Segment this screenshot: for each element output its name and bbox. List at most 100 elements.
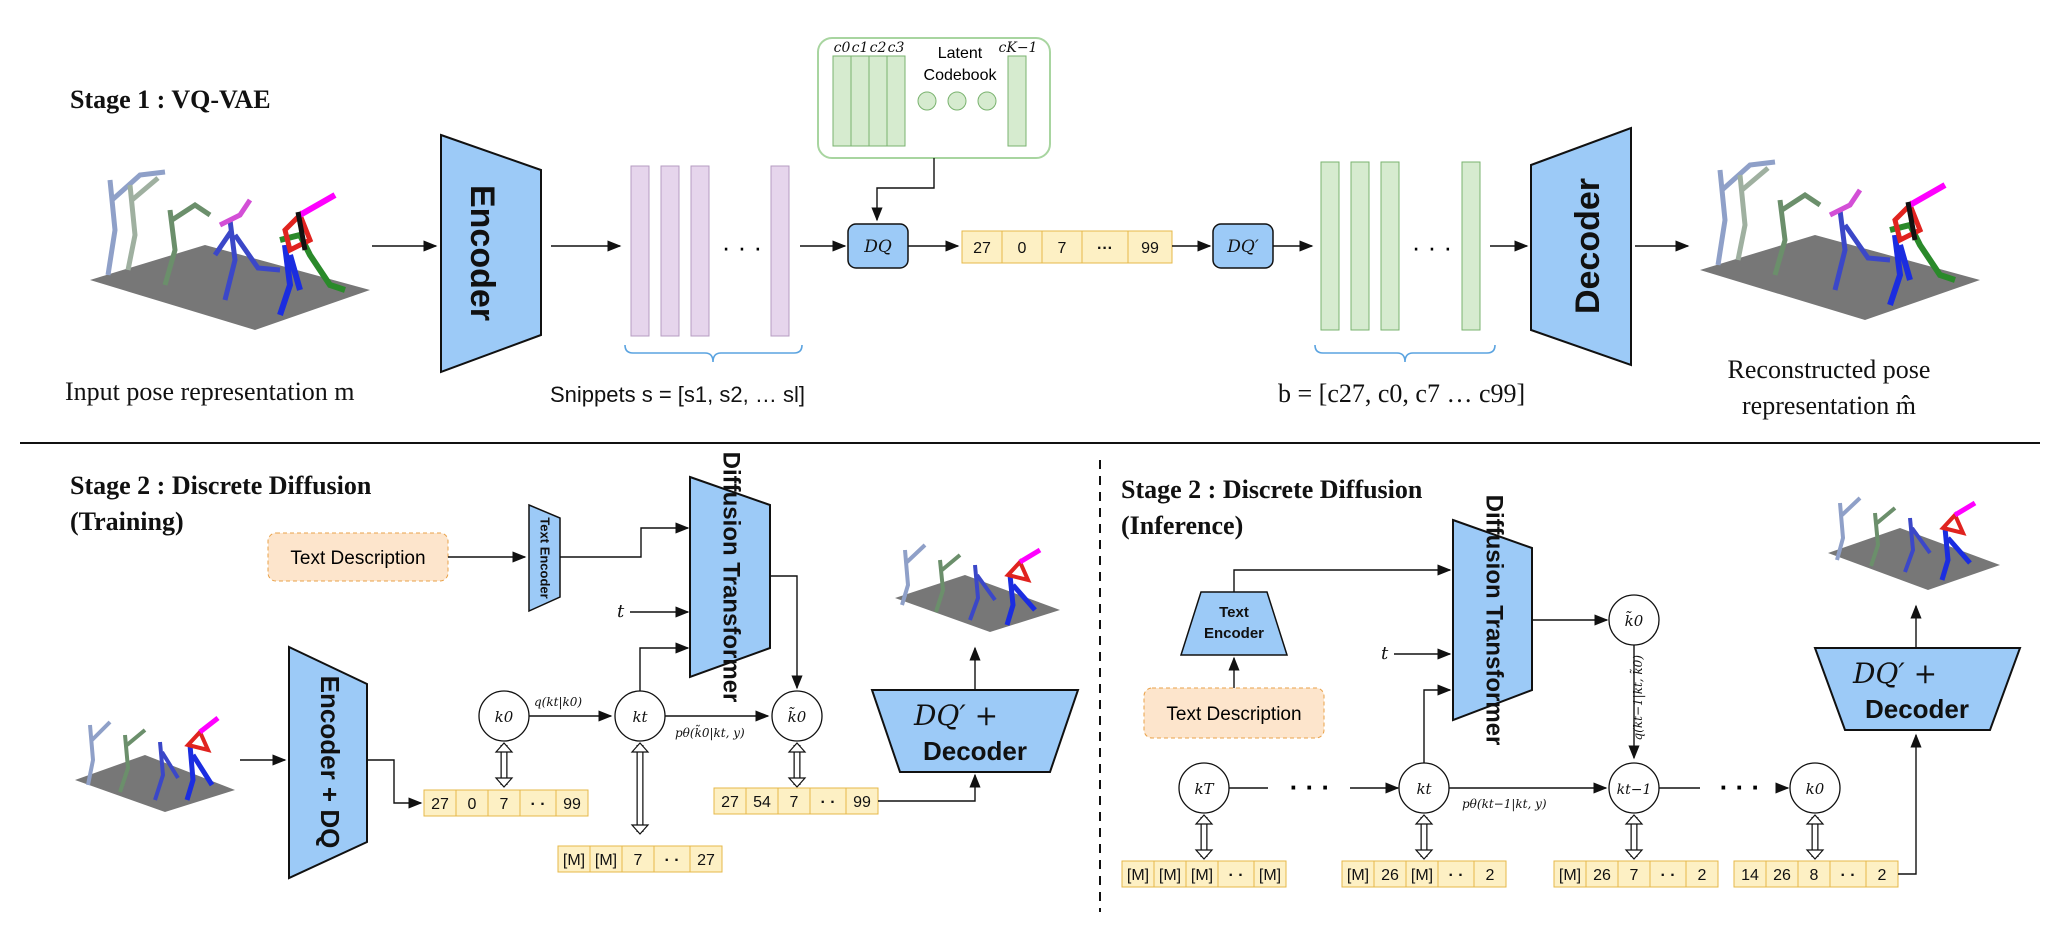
token-cell: 26	[1593, 867, 1611, 884]
inf-text-description: Text Description	[1143, 687, 1325, 739]
output-caption-2: representation m̂	[1742, 391, 1916, 420]
inf-text-encoder-label-1: Text	[1219, 604, 1249, 621]
snippet-2	[660, 165, 680, 337]
train-row-k0tilde: 27 54 7 · · 99	[713, 787, 879, 815]
dq-label: DQ	[863, 237, 892, 257]
train-dq-decoder: DQ′ + Decoder	[870, 689, 1080, 773]
token-cell: · ·	[1448, 867, 1463, 884]
inf-row-kT: [M] [M] [M] · · [M]	[1121, 860, 1287, 888]
train-q-label: q(kt|k0)	[534, 695, 582, 709]
token-cell: 7	[500, 796, 509, 813]
codebook-c1: c1	[852, 40, 869, 56]
inf-kT-label: kT	[1194, 780, 1214, 798]
arrow-textenc-transformer	[560, 522, 690, 558]
snippets-group: · · ·	[624, 165, 803, 363]
train-kt-label: kt	[632, 708, 648, 726]
inf-diffusion-transformer-label: Diffusion Transformer	[1481, 495, 1508, 746]
snippet-l	[770, 165, 790, 337]
output-caption-1: Reconstructed pose	[1728, 355, 1931, 384]
snippet-3	[690, 165, 710, 337]
token-cell: 2	[1698, 867, 1707, 884]
token-cell: 27	[431, 796, 449, 813]
encoder-label: Encoder	[463, 185, 501, 321]
train-node-k0tilde: k̃0	[771, 690, 823, 742]
codebook-label-2: Codebook	[924, 67, 998, 84]
codebook-label-1: Latent	[938, 45, 983, 62]
inf-t-label: t	[1381, 643, 1389, 664]
stage2-train-title-2: (Training)	[70, 507, 184, 536]
token-cell: ···	[1097, 240, 1113, 257]
inf-node-k0: k0	[1789, 762, 1841, 814]
train-output-pose	[895, 543, 1060, 632]
token-cell: 8	[1810, 867, 1819, 884]
token-cell: 7	[790, 794, 799, 811]
train-node-kt: kt	[614, 690, 666, 742]
train-dqdec-label-2: Decoder	[923, 736, 1027, 766]
token-cell: · ·	[530, 796, 545, 813]
inf-node-kt: kt	[1398, 762, 1450, 814]
token-cell: 26	[1773, 867, 1791, 884]
inf-row-k0: 14 26 8 · · 2	[1733, 860, 1899, 888]
encoder-block: Encoder	[440, 133, 542, 374]
inf-dq-decoder: DQ′ + Decoder	[1813, 647, 2022, 731]
inf-node-kt1: kt−1	[1608, 762, 1660, 814]
arrow-row-dqdecoder-inf	[1898, 733, 1922, 875]
stage1-title: Stage 1 : VQ-VAE	[70, 85, 271, 114]
inf-diffusion-transformer: Diffusion Transformer	[1452, 495, 1533, 746]
token-cell: · ·	[1840, 867, 1855, 884]
stage2-train-title-1: Stage 2 : Discrete Diffusion	[70, 471, 372, 500]
train-row-kt: [M] [M] 7 · · 27	[557, 845, 723, 873]
token-cell: 2	[1486, 867, 1495, 884]
snippets-caption: Snippets s = [s1, s2, … sl]	[550, 382, 805, 407]
inf-text-description-label: Text Description	[1166, 704, 1301, 725]
token-cell: 99	[563, 796, 581, 813]
input-pose-figure	[90, 169, 370, 330]
codebook-cK-1: cK−1	[999, 40, 1038, 56]
codebook-c0: c0	[834, 40, 851, 56]
inf-output-pose	[1828, 496, 2000, 590]
train-encoder-dq-label: Encoder + DQ	[315, 676, 345, 849]
train-text-description-label: Text Description	[290, 548, 425, 569]
inf-text-encoder-label-2: Encoder	[1204, 625, 1264, 642]
stage1-token-row: 27 0 7 ··· 99	[961, 230, 1173, 264]
train-dqdec-label-1: DQ′ +	[913, 699, 998, 732]
inf-k0tilde-label: k̃0	[1625, 611, 1644, 630]
dq-block: DQ	[847, 223, 909, 269]
inf-node-k0tilde: k̃0	[1608, 594, 1660, 646]
decoder-label: Decoder	[1569, 178, 1607, 314]
arrow-kt-transformer-inf	[1423, 684, 1452, 763]
train-text-encoder: Text Encoder	[528, 503, 561, 613]
inf-q-label: q(kt−1|kt, k̃0)	[1629, 655, 1645, 741]
token-cell: 99	[1141, 240, 1159, 257]
token-cell: [M]	[1411, 867, 1433, 884]
token-cell: [M]	[1191, 867, 1213, 884]
token-cell: [M]	[1127, 867, 1149, 884]
token-cell: 27	[721, 794, 739, 811]
inf-dqdec-label-1: DQ′ +	[1852, 657, 1937, 690]
inf-text-encoder: Text Encoder	[1179, 591, 1289, 656]
train-k0tilde-label: k̃0	[788, 707, 807, 726]
inf-row-kt1: [M] 26 7 · · 2	[1553, 860, 1719, 888]
dq-prime-block: DQ′	[1212, 223, 1274, 269]
token-cell: 7	[1058, 240, 1067, 257]
train-p-label: pθ(k̃0|kt, y)	[675, 724, 745, 740]
token-cell: 0	[1018, 240, 1027, 257]
token-cell: 27	[697, 852, 715, 869]
train-text-description: Text Description	[267, 532, 449, 582]
latent-codebook: c0 c1 c2 c3 Latent Codebook cK−1	[817, 37, 1051, 159]
token-cell: 2	[1878, 867, 1887, 884]
train-diffusion-transformer: Diffusion Transformer	[689, 452, 771, 702]
inf-kt-label: kt	[1416, 780, 1432, 798]
token-cell: [M]	[1159, 867, 1181, 884]
token-cell: 27	[973, 240, 991, 257]
decoder-block: Decoder	[1530, 126, 1632, 367]
output-pose-figure	[1700, 159, 1980, 320]
train-text-encoder-label: Text Encoder	[538, 517, 553, 598]
token-cell: [M]	[563, 852, 585, 869]
dq-prime-label: DQ′	[1226, 237, 1259, 257]
inf-dots-1: · · ·	[1290, 772, 1330, 802]
inf-row-kt: [M] 26 [M] · · 2	[1341, 860, 1507, 888]
arrow-transformer-k0tilde	[770, 575, 803, 690]
train-t-label: t	[617, 601, 625, 622]
